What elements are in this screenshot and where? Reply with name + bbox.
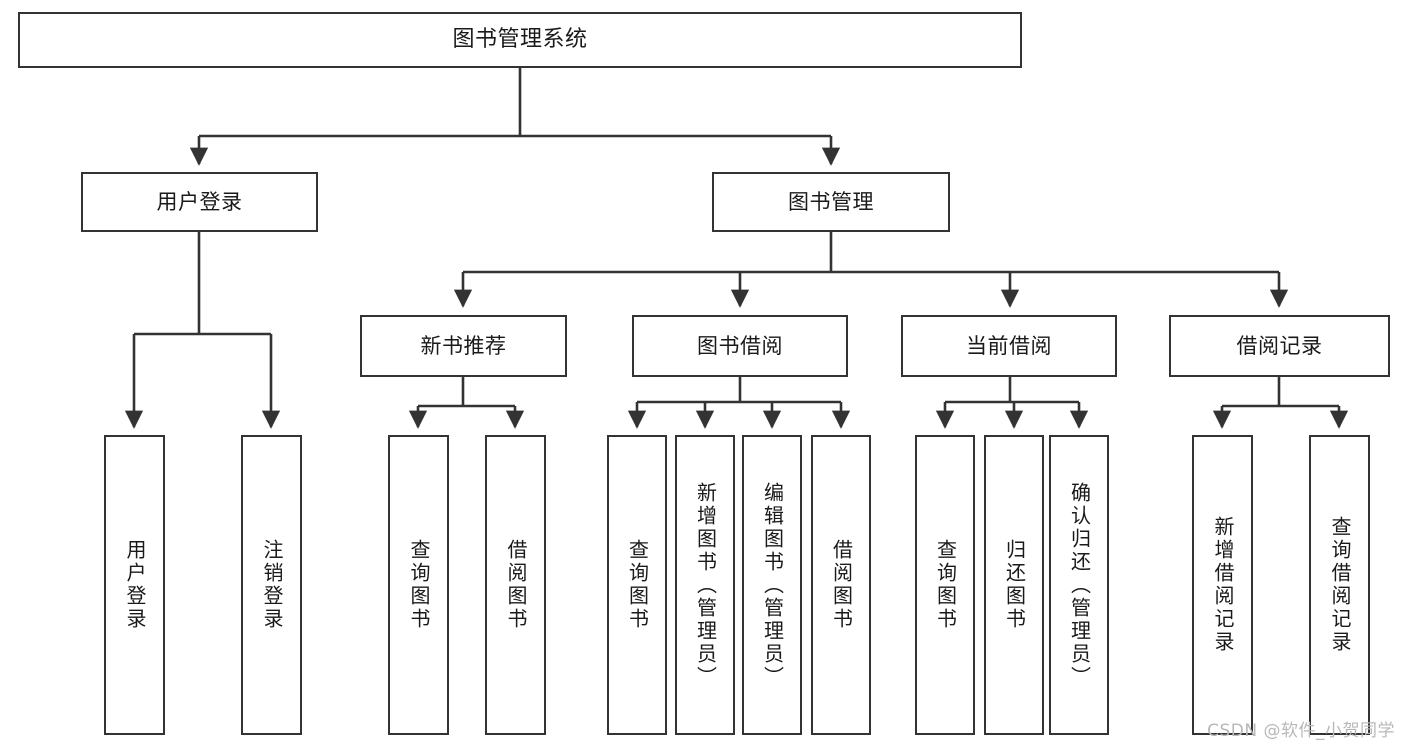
- node-label: 新增借阅记录: [1211, 516, 1235, 654]
- node-leaf-edit-book-admin[interactable]: 编辑图书（管理员）: [742, 435, 802, 735]
- node-leaf-add-book-admin[interactable]: 新增图书（管理员）: [675, 435, 735, 735]
- node-label: 确认归还（管理员）: [1067, 481, 1092, 689]
- node-label: 图书管理: [788, 189, 874, 214]
- node-label: 注销登录: [260, 539, 284, 631]
- node-label: 查询图书: [407, 539, 431, 631]
- node-label: 借阅图书: [829, 539, 854, 631]
- node-label: 查询借阅记录: [1328, 516, 1352, 654]
- node-leaf-confirm-return-admin[interactable]: 确认归还（管理员）: [1049, 435, 1109, 735]
- node-leaf-borrow-book[interactable]: 借阅图书: [811, 435, 871, 735]
- node-label: 图书管理系统: [452, 27, 588, 53]
- node-label: 新增图书（管理员）: [693, 481, 718, 689]
- node-label: 查询图书: [625, 539, 650, 631]
- node-leaf-logout-login[interactable]: 注销登录: [241, 435, 302, 735]
- node-leaf-query-book-recommend[interactable]: 查询图书: [388, 435, 449, 735]
- node-label: 用户登录: [156, 189, 243, 214]
- node-label: 编辑图书（管理员）: [760, 481, 785, 689]
- node-label: 归还图书: [1002, 539, 1027, 631]
- node-leaf-user-login[interactable]: 用户登录: [104, 435, 165, 735]
- node-leaf-add-borrow-record[interactable]: 新增借阅记录: [1192, 435, 1253, 735]
- node-label: 借阅记录: [1236, 333, 1323, 358]
- node-leaf-query-book-borrow[interactable]: 查询图书: [607, 435, 667, 735]
- node-current-borrow[interactable]: 当前借阅: [901, 315, 1117, 377]
- node-label: 借阅图书: [504, 539, 528, 631]
- node-leaf-return-book[interactable]: 归还图书: [984, 435, 1044, 735]
- node-label: 新书推荐: [420, 333, 507, 358]
- node-new-book-recommend[interactable]: 新书推荐: [360, 315, 567, 377]
- node-leaf-query-borrow-record[interactable]: 查询借阅记录: [1309, 435, 1370, 735]
- watermark-text: CSDN @软件_小贺同学: [1207, 721, 1395, 741]
- node-leaf-query-book-current[interactable]: 查询图书: [915, 435, 975, 735]
- node-label: 用户登录: [123, 539, 147, 631]
- node-root-book-management-system[interactable]: 图书管理系统: [18, 12, 1022, 68]
- node-label: 查询图书: [933, 539, 958, 631]
- node-label: 图书借阅: [697, 333, 783, 358]
- node-user-login[interactable]: 用户登录: [81, 172, 318, 232]
- node-leaf-borrow-book-recommend[interactable]: 借阅图书: [485, 435, 546, 735]
- node-book-borrow[interactable]: 图书借阅: [632, 315, 848, 377]
- node-label: 当前借阅: [966, 333, 1052, 358]
- node-book-management[interactable]: 图书管理: [712, 172, 950, 232]
- node-borrow-record[interactable]: 借阅记录: [1169, 315, 1390, 377]
